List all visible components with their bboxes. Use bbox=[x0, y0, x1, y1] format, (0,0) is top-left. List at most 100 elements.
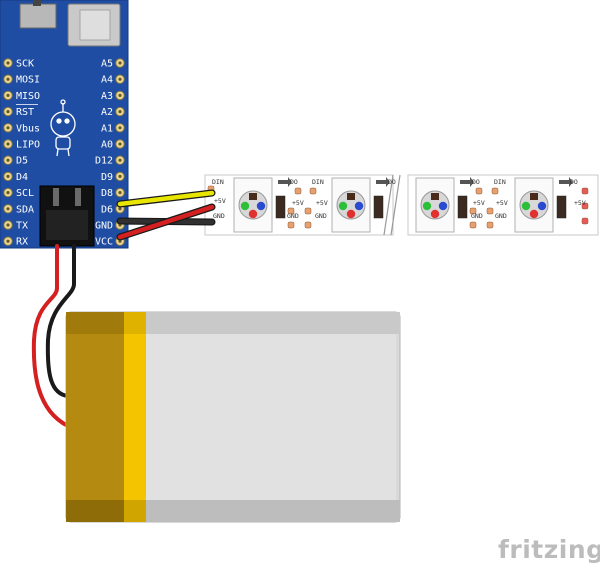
lipo-battery bbox=[65, 311, 401, 523]
right-pin-d12: D12 bbox=[95, 155, 125, 167]
capacitor bbox=[556, 195, 567, 219]
strip-label-plus5v: +5V bbox=[214, 197, 226, 205]
pin-label: D8 bbox=[101, 188, 113, 199]
red-led-icon bbox=[248, 209, 258, 219]
strip-label-plus5v: +5V bbox=[316, 199, 328, 207]
left-pin-mosi: MOSI bbox=[3, 74, 40, 86]
strip-label-gnd: GND bbox=[471, 212, 483, 220]
green-led-icon bbox=[521, 201, 531, 211]
solder-pad bbox=[581, 202, 589, 210]
left-pin-miso: MISO bbox=[3, 90, 40, 102]
pin-label: MISO bbox=[16, 91, 40, 102]
pin-label: A0 bbox=[101, 140, 113, 151]
pin-label: A3 bbox=[101, 91, 113, 102]
solder-pad bbox=[294, 187, 302, 195]
battery-red-lead bbox=[31, 244, 70, 428]
pin-label: GND bbox=[95, 221, 113, 232]
left-pin-tx: TX bbox=[3, 220, 28, 232]
left-pin-rx: RX bbox=[3, 236, 28, 248]
data-direction-arrow-icon bbox=[278, 177, 292, 187]
green-led-icon bbox=[422, 201, 432, 211]
strip-label-plus5v: +5V bbox=[292, 199, 304, 207]
strip-label-din: DIN bbox=[494, 178, 506, 186]
red-led-icon bbox=[430, 209, 440, 219]
strip-label-gnd: GND bbox=[287, 212, 299, 220]
capacitor bbox=[457, 195, 468, 219]
left-pin-sck: SCK bbox=[3, 58, 34, 70]
strip-label-dout: DO bbox=[290, 178, 298, 186]
strip-label-plus5v: +5V bbox=[473, 199, 485, 207]
capacitor bbox=[373, 195, 384, 219]
pin-label: SDA bbox=[16, 204, 34, 215]
pin-label: A5 bbox=[101, 59, 113, 70]
fritzing-logo: fritzing bbox=[498, 535, 600, 564]
blue-led-icon bbox=[537, 201, 547, 211]
pin-label: A2 bbox=[101, 107, 113, 118]
led-pixel bbox=[514, 177, 573, 233]
fritzing-logo-text: fritzing bbox=[498, 535, 600, 564]
solder-pad bbox=[486, 221, 494, 229]
pin-label: RST bbox=[16, 107, 34, 118]
pin-label: MOSI bbox=[16, 75, 40, 86]
pin-label: D12 bbox=[95, 156, 113, 167]
pin-label: A4 bbox=[101, 75, 113, 86]
pin-label: VCC bbox=[95, 237, 113, 248]
strip-label-din: DIN bbox=[212, 178, 224, 186]
data-direction-arrow-icon bbox=[460, 177, 474, 187]
strip-label-plus5v: +5V bbox=[574, 199, 586, 207]
solder-pad bbox=[309, 187, 317, 195]
right-pin-a4: A4 bbox=[101, 74, 125, 86]
battery-band bbox=[124, 312, 146, 522]
pin-label: SCL bbox=[16, 188, 34, 199]
robot-logo-icon bbox=[50, 99, 76, 157]
right-pin-a1: A1 bbox=[101, 123, 125, 134]
led-pixel bbox=[415, 177, 474, 233]
solder-pad bbox=[581, 187, 589, 195]
strip-label-dout: DO bbox=[388, 178, 396, 186]
solder-pad bbox=[581, 217, 589, 225]
pin-label: D6 bbox=[101, 204, 113, 215]
left-pin-scl: SCL bbox=[3, 187, 34, 199]
red-led-icon bbox=[529, 209, 539, 219]
pin-label: D5 bbox=[16, 156, 28, 167]
strip-label-gnd: GND bbox=[315, 212, 327, 220]
right-pin-d9: D9 bbox=[101, 171, 125, 183]
data-direction-arrow-icon bbox=[559, 177, 573, 187]
solder-pad bbox=[287, 207, 295, 215]
battery-black-lead bbox=[45, 244, 76, 398]
right-pin-a2: A2 bbox=[101, 106, 125, 118]
strip-label-gnd: GND bbox=[495, 212, 507, 220]
left-pin-lipo: LIPO bbox=[3, 139, 40, 151]
solder-pad bbox=[287, 221, 295, 229]
capacitor bbox=[275, 195, 286, 219]
right-pin-a3: A3 bbox=[101, 90, 125, 102]
solder-pad bbox=[491, 187, 499, 195]
blue-led-icon bbox=[438, 201, 448, 211]
left-pin-sda: SDA bbox=[3, 204, 34, 215]
solder-pad bbox=[304, 207, 312, 215]
wires bbox=[31, 189, 216, 428]
solder-pad bbox=[469, 221, 477, 229]
left-pin-rst: RST bbox=[3, 104, 38, 118]
pin-label: RX bbox=[16, 237, 28, 248]
green-led-icon bbox=[338, 201, 348, 211]
right-pin-a5: A5 bbox=[101, 58, 125, 70]
battery-wrap bbox=[66, 312, 124, 522]
pin-label: D4 bbox=[16, 172, 28, 183]
switch-component bbox=[19, 3, 57, 29]
strip-label-din: DIN bbox=[312, 178, 324, 186]
right-pin-a0: A0 bbox=[101, 139, 125, 151]
led-strip: DIN +5V GND DO +5V GND DIN +5V GND DO DO +5V GND DIN +… bbox=[204, 174, 599, 236]
pin-label: SCK bbox=[16, 59, 34, 70]
solder-pad bbox=[469, 207, 477, 215]
strip-break-mark bbox=[383, 174, 401, 236]
blue-led-icon bbox=[354, 201, 364, 211]
solder-pad bbox=[304, 221, 312, 229]
right-pin-d8: D8 bbox=[101, 187, 125, 199]
strip-label-dout: DO bbox=[570, 178, 578, 186]
strip-label-dout: DO bbox=[472, 178, 480, 186]
blue-led-icon bbox=[256, 201, 266, 211]
left-pin-d4: D4 bbox=[3, 171, 28, 183]
